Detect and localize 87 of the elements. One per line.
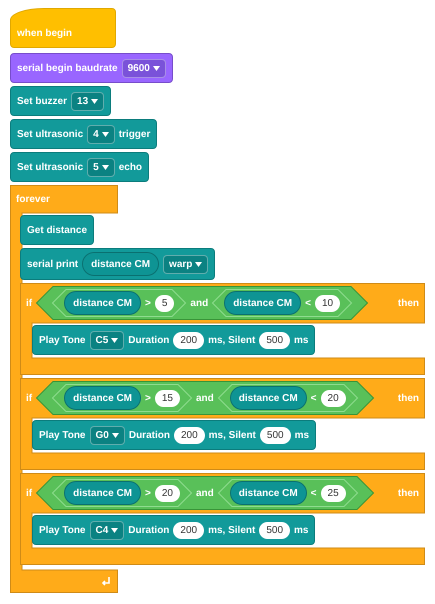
dropdown-menu: warp	[163, 254, 208, 274]
block-label: <	[305, 298, 311, 308]
block-label: distance CM	[73, 298, 132, 308]
block-label: Duration	[128, 524, 170, 536]
block-label: ms	[294, 334, 308, 346]
if-then-block	[20, 378, 425, 470]
variable-reporter	[224, 291, 302, 315]
variable-reporter	[230, 386, 307, 410]
block-label: distance CM	[91, 258, 150, 270]
play-tone-block	[32, 420, 316, 450]
number-field: 500	[260, 426, 291, 444]
block-label: Play Tone	[39, 430, 86, 440]
variable-reporter	[82, 252, 160, 276]
block-label: then	[398, 298, 419, 308]
play-tone-block	[32, 515, 316, 545]
block-label: Duration	[128, 430, 170, 440]
block-label: distance CM	[238, 488, 298, 498]
if-then-block	[20, 283, 425, 375]
block-label: distance CM	[73, 392, 132, 404]
block-label: <	[310, 392, 317, 404]
block-label: when begin	[17, 28, 72, 38]
block-label: if	[26, 298, 32, 308]
block-label: then	[398, 392, 419, 404]
comparison-block	[212, 289, 352, 317]
block-label: distance CM	[73, 488, 132, 498]
dropdown-menu: C5	[90, 330, 124, 350]
block-label: Set ultrasonic	[17, 128, 84, 140]
dropdown-menu: C4	[90, 520, 124, 540]
block-label: Play Tone	[39, 524, 86, 536]
block-label: distance CM	[233, 298, 292, 308]
command-block	[20, 248, 216, 280]
if-then-block	[20, 473, 425, 565]
command-block	[10, 119, 158, 149]
command-block	[10, 152, 150, 182]
dropdown-menu: 13	[71, 92, 104, 110]
block-label: ms, Silent	[208, 334, 256, 346]
dropdown-menu: 5	[87, 158, 115, 176]
comparison-block	[218, 384, 358, 412]
block-label: Duration	[128, 334, 170, 346]
dropdown-menu: 4	[87, 124, 115, 144]
number-field: 500	[259, 332, 290, 348]
block-label: ms, Silent	[208, 430, 256, 440]
block-label: >	[145, 298, 151, 308]
block-label: Set ultrasonic	[17, 162, 84, 172]
variable-reporter	[64, 386, 142, 410]
block-label: serial begin baudrate	[17, 62, 118, 74]
block-label: and	[196, 392, 214, 404]
command-block	[20, 215, 94, 245]
block-label: if	[26, 488, 32, 498]
comparison-block	[52, 479, 192, 507]
number-field: 200	[173, 332, 204, 348]
block-label: ms	[294, 430, 310, 440]
comparison-block	[218, 479, 358, 507]
block-label: trigger	[118, 128, 150, 140]
block-label: Get distance	[27, 224, 88, 236]
block-label: >	[145, 488, 151, 498]
block-label: and	[190, 298, 208, 308]
number-field: 500	[259, 522, 290, 538]
block-label: ms, Silent	[208, 524, 256, 536]
block-label: Set buzzer	[17, 96, 68, 106]
block-label: echo	[118, 162, 142, 172]
block-label: serial print	[27, 258, 78, 270]
block-label: forever	[16, 194, 50, 204]
and-condition-block	[36, 286, 368, 320]
and-condition-block	[36, 476, 374, 510]
and-condition-block	[36, 381, 374, 415]
number-field: 200	[173, 522, 204, 538]
number-field: 200	[174, 426, 205, 444]
variable-reporter	[64, 291, 142, 315]
block-label: then	[398, 488, 419, 498]
comparison-block	[52, 289, 186, 317]
variable-reporter	[64, 481, 142, 505]
block-label: Play Tone	[39, 334, 86, 346]
block-label: ms	[294, 524, 308, 536]
dropdown-menu: G0	[90, 426, 125, 444]
block-label: >	[145, 392, 151, 404]
play-tone-block	[32, 325, 316, 355]
dropdown-menu: 9600	[122, 58, 166, 78]
block-label: if	[26, 392, 32, 404]
block-label: and	[196, 488, 214, 498]
comparison-block	[52, 384, 192, 412]
event-hat-block	[10, 8, 116, 48]
command-block	[10, 53, 173, 83]
block-label: distance CM	[238, 392, 298, 404]
block-label: <	[310, 488, 317, 498]
variable-reporter	[230, 481, 307, 505]
command-block	[10, 86, 112, 116]
